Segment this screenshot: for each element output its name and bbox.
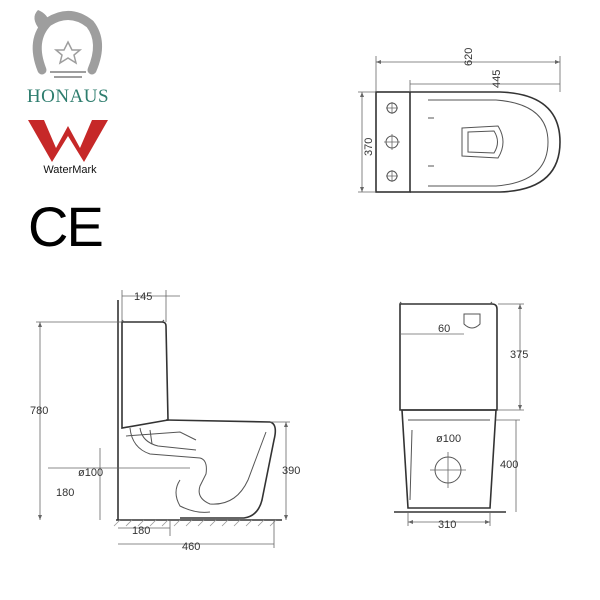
dim-front-outlet-diameter: ø100 <box>436 433 461 445</box>
brand-name: HONAUS <box>26 86 110 107</box>
watermark-label: WaterMark <box>43 164 97 176</box>
flush-button-icon <box>463 313 481 329</box>
ce-mark: CE <box>28 195 104 258</box>
dim-bowl-height: 400 <box>500 459 518 471</box>
brand-logo-art <box>28 10 108 162</box>
dim-base-width: 310 <box>438 519 456 531</box>
dim-bowl-depth: 445 <box>491 70 503 88</box>
side-view-tank <box>121 321 169 429</box>
dim-side-outlet-diameter: ø100 <box>78 467 103 479</box>
dim-tank-depth: 145 <box>134 291 152 303</box>
front-view-tank <box>399 303 498 411</box>
logo-column: HONAUS WaterMark CE <box>0 0 130 270</box>
dim-outlet-height: 180 <box>56 487 74 499</box>
side-view-bowl <box>165 419 277 519</box>
side-view: 145 780 ø100 180 390 180 460 <box>30 290 300 553</box>
top-view-tank <box>375 91 411 193</box>
watermark-w-icon <box>28 120 108 162</box>
horseshoe-star-icon <box>32 10 102 78</box>
top-view: 620 445 370 <box>358 48 561 193</box>
dim-overall-height: 780 <box>30 405 48 417</box>
dim-outlet-offset: 180 <box>132 525 150 537</box>
front-view-body <box>401 409 497 509</box>
dim-seat-height: 390 <box>282 465 300 477</box>
dim-overall-depth: 620 <box>463 48 475 66</box>
dim-base-depth: 460 <box>182 541 200 553</box>
dim-tank-height: 375 <box>510 349 528 361</box>
dim-button-offset: 60 <box>438 323 450 335</box>
top-view-bowl <box>410 91 561 193</box>
front-view: 60 375 ø100 400 310 <box>394 301 528 531</box>
dim-width: 370 <box>363 138 375 156</box>
